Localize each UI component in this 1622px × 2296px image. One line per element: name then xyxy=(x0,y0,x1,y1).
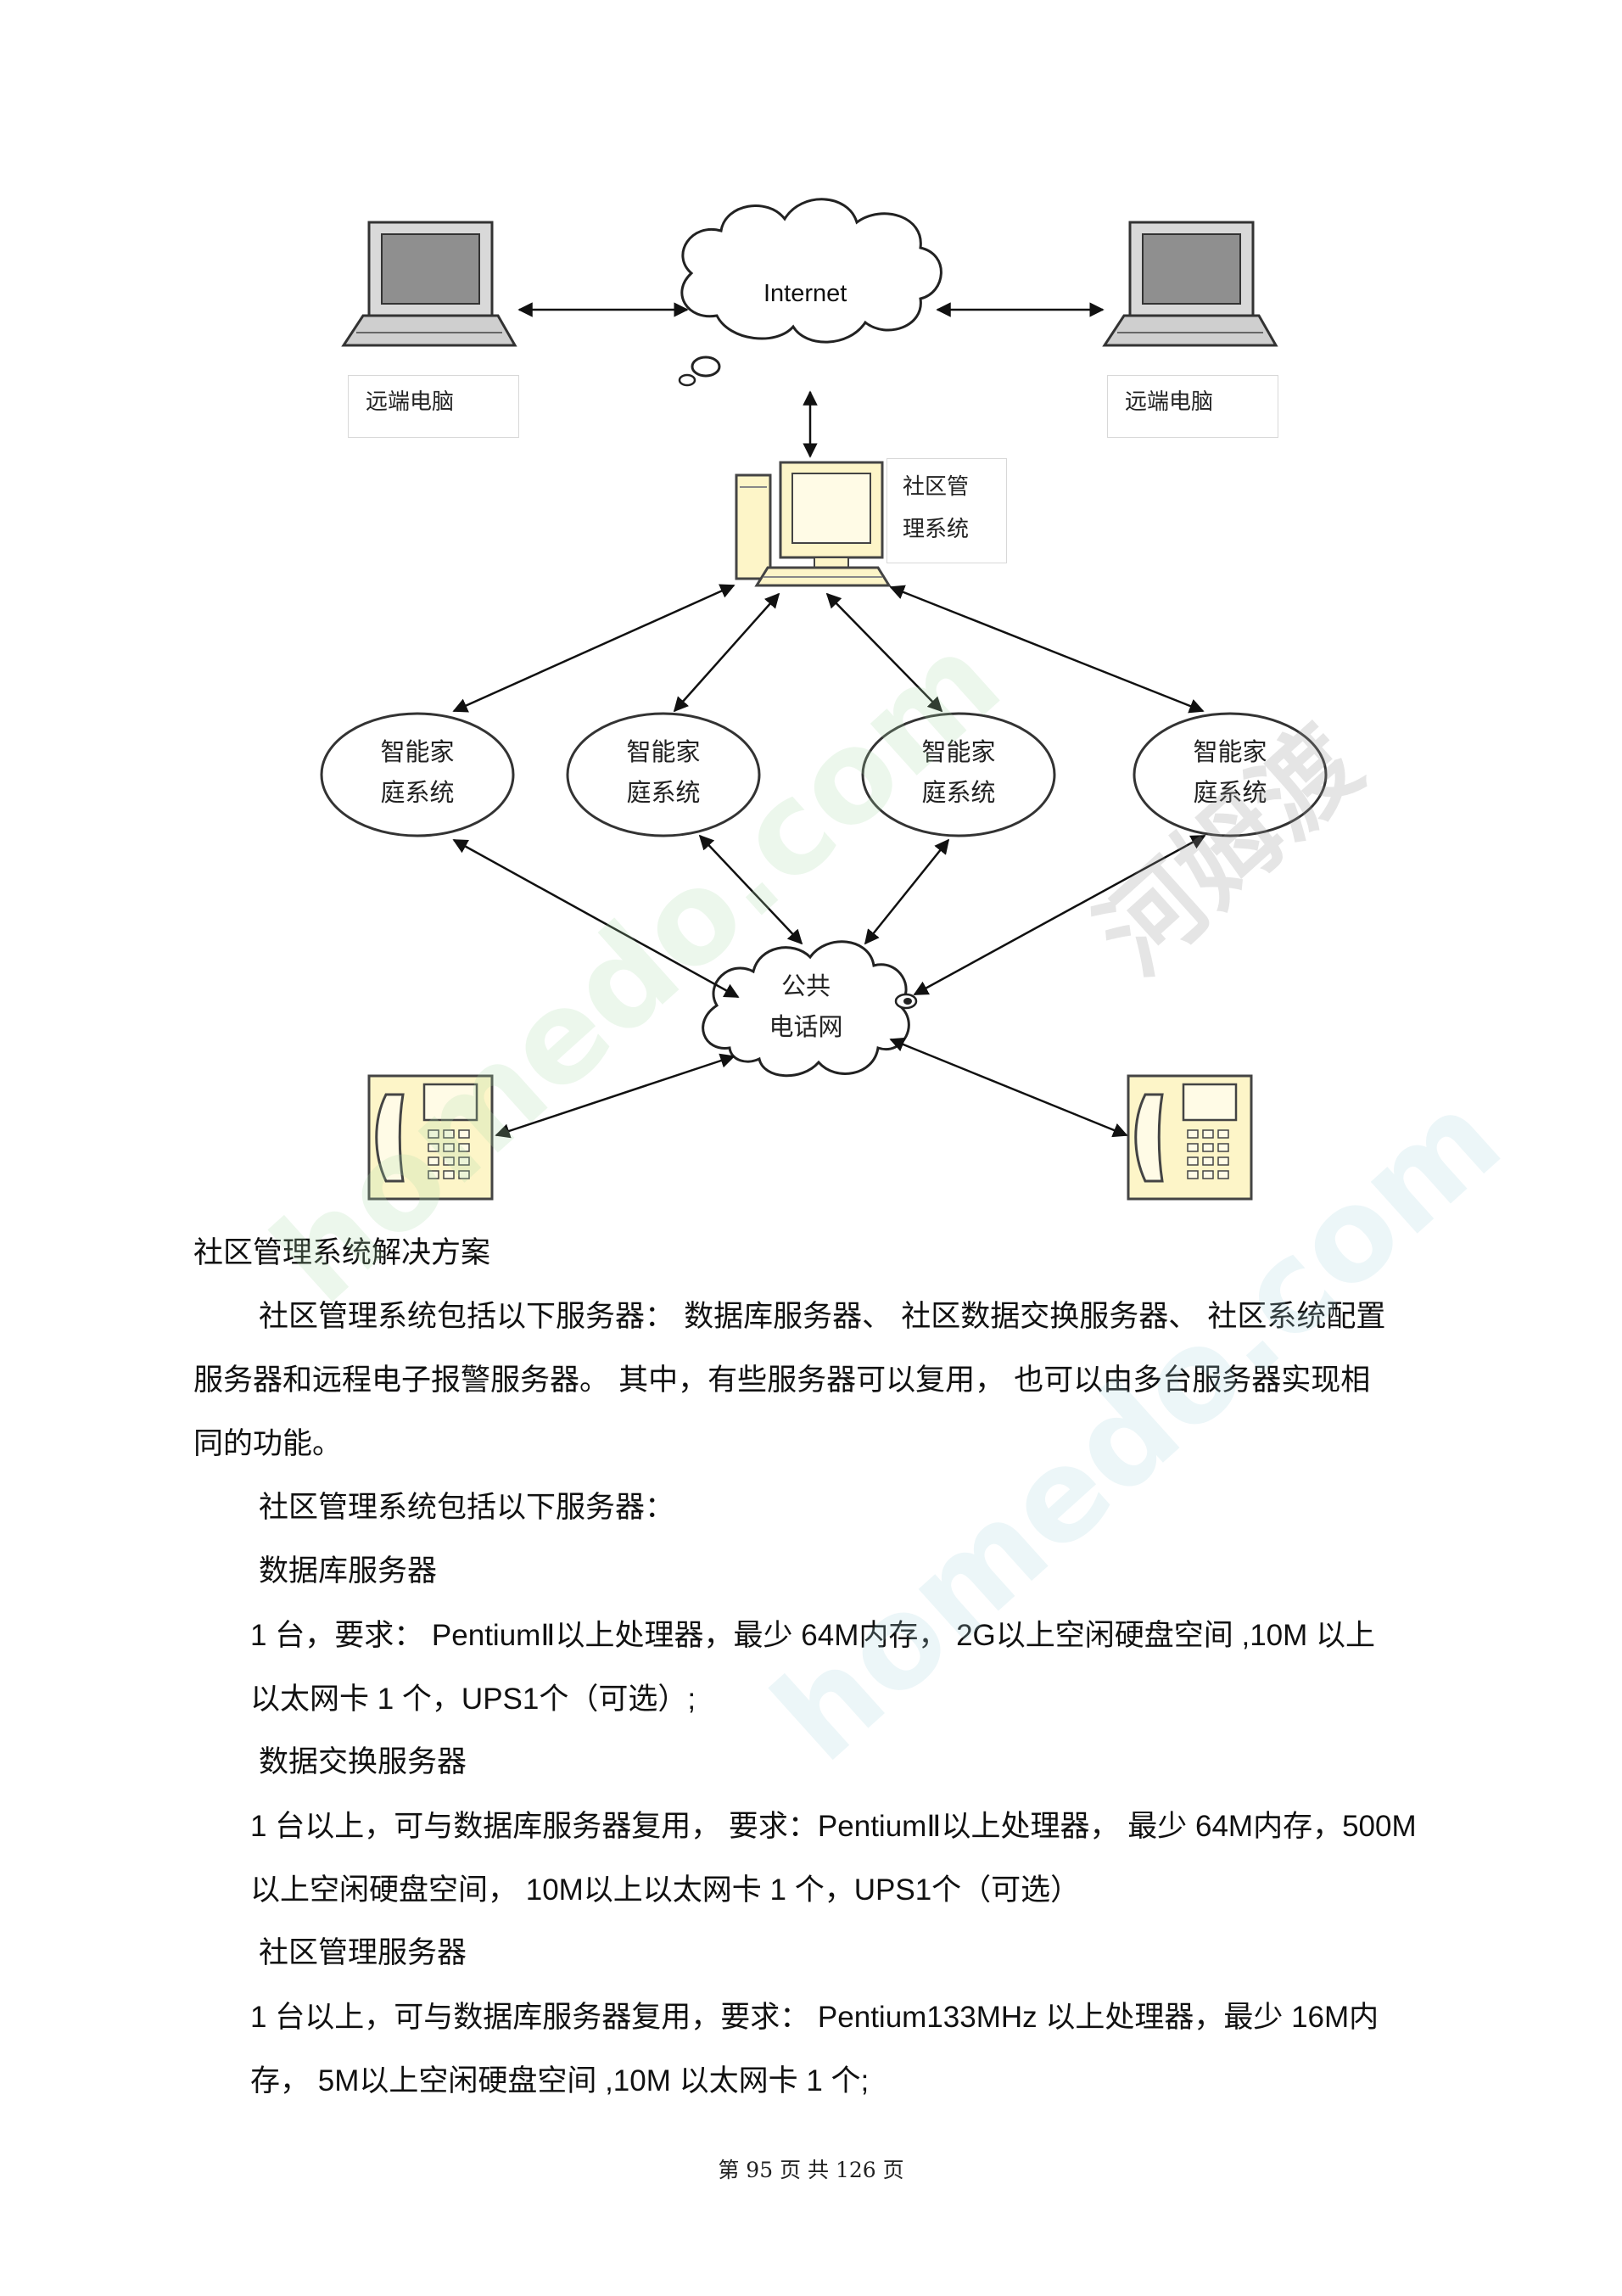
home-system-node xyxy=(566,712,761,837)
connection-arrow xyxy=(698,834,803,945)
section-title: 社区管理系统解决方案 xyxy=(193,1236,491,1270)
paragraph-line: 以太网卡 1 个，UPS1个（可选）; xyxy=(250,1683,696,1716)
home-system-label: 智能家 庭系统 xyxy=(1162,731,1298,813)
network-diagram xyxy=(320,198,1328,1201)
paragraph-line: 存， 5M以上空闲硬盘空间 ,10M 以太网卡 1 个; xyxy=(250,2064,870,2097)
home-system-label-line: 庭系统 xyxy=(921,778,996,807)
connection-arrow xyxy=(864,838,950,945)
page-footer: 第 95 页 共 126 页 xyxy=(718,2158,904,2182)
paragraph-line: 社区管理系统包括以下服务器： xyxy=(259,1491,675,1525)
paragraph-line: 1 台，要求： PentiumⅡ以上处理器，最少 64M内存， 2G以上空闲硬盘… xyxy=(250,1619,1376,1652)
home-system-label: 智能家 庭系统 xyxy=(350,731,485,813)
laptop-icon xyxy=(1102,221,1278,347)
telephone-icon xyxy=(367,1074,494,1201)
internet-label: Internet xyxy=(763,280,847,307)
paragraph-line: 同的功能。 xyxy=(193,1427,343,1461)
management-system-label-line: 社区管 xyxy=(903,474,970,500)
cloud-icon xyxy=(678,198,942,387)
connection-arrow xyxy=(889,585,1205,714)
home-system-label: 智能家 庭系统 xyxy=(596,731,731,813)
desktop-computer-icon xyxy=(735,461,892,587)
home-system-label-line: 智能家 xyxy=(380,737,455,766)
remote-pc-label: 远端电脑 xyxy=(348,375,519,438)
subsection-title: 数据库服务器 xyxy=(259,1554,438,1588)
remote-pc-label: 远端电脑 xyxy=(1107,375,1278,438)
connection-arrow xyxy=(452,838,740,999)
home-system-label-line: 庭系统 xyxy=(626,778,701,807)
connection-arrow xyxy=(673,592,780,713)
laptop-icon xyxy=(341,221,517,347)
home-system-label-line: 庭系统 xyxy=(1193,778,1267,807)
paragraph-line: 1 台以上，可与数据库服务器复用， 要求：PentiumⅡ以上处理器， 最少 6… xyxy=(250,1810,1417,1843)
paragraph-line: 服务器和远程电子报警服务器。 其中，有些服务器可以复用， 也可以由多台服务器实现… xyxy=(193,1364,1371,1397)
home-system-label-line: 庭系统 xyxy=(380,778,455,807)
connection-arrow xyxy=(889,1037,1128,1138)
home-system-label-line: 智能家 xyxy=(1193,737,1267,766)
subsection-title: 数据交换服务器 xyxy=(259,1745,467,1779)
management-system-label-line: 理系统 xyxy=(903,517,970,542)
paragraph-line: 1 台以上，可与数据库服务器复用，要求： Pentium133MHz 以上处理器… xyxy=(250,2001,1379,2034)
home-system-label: 智能家 庭系统 xyxy=(891,731,1026,813)
pstn-label-line: 电话网 xyxy=(769,1012,843,1041)
connection-arrow xyxy=(913,834,1206,996)
management-system-label: 社区管 理系统 xyxy=(887,458,1007,563)
home-system-label-line: 智能家 xyxy=(626,737,701,766)
pstn-label-line: 公共 xyxy=(780,972,831,1000)
home-system-label-line: 智能家 xyxy=(921,737,996,766)
pstn-label: 公共 电话网 xyxy=(747,966,865,1047)
home-system-node xyxy=(1133,712,1328,837)
home-system-node xyxy=(320,712,515,837)
paragraph-line: 社区管理系统包括以下服务器： 数据库服务器、 社区数据交换服务器、 社区系统配置 xyxy=(259,1300,1386,1334)
paragraph-line: 以上空闲硬盘空间， 10M以上以太网卡 1 个，UPS1个（可选） xyxy=(250,1873,1081,1907)
telephone-icon xyxy=(1127,1074,1253,1201)
subsection-title: 社区管理服务器 xyxy=(259,1936,467,1970)
connection-arrow xyxy=(495,1053,735,1139)
